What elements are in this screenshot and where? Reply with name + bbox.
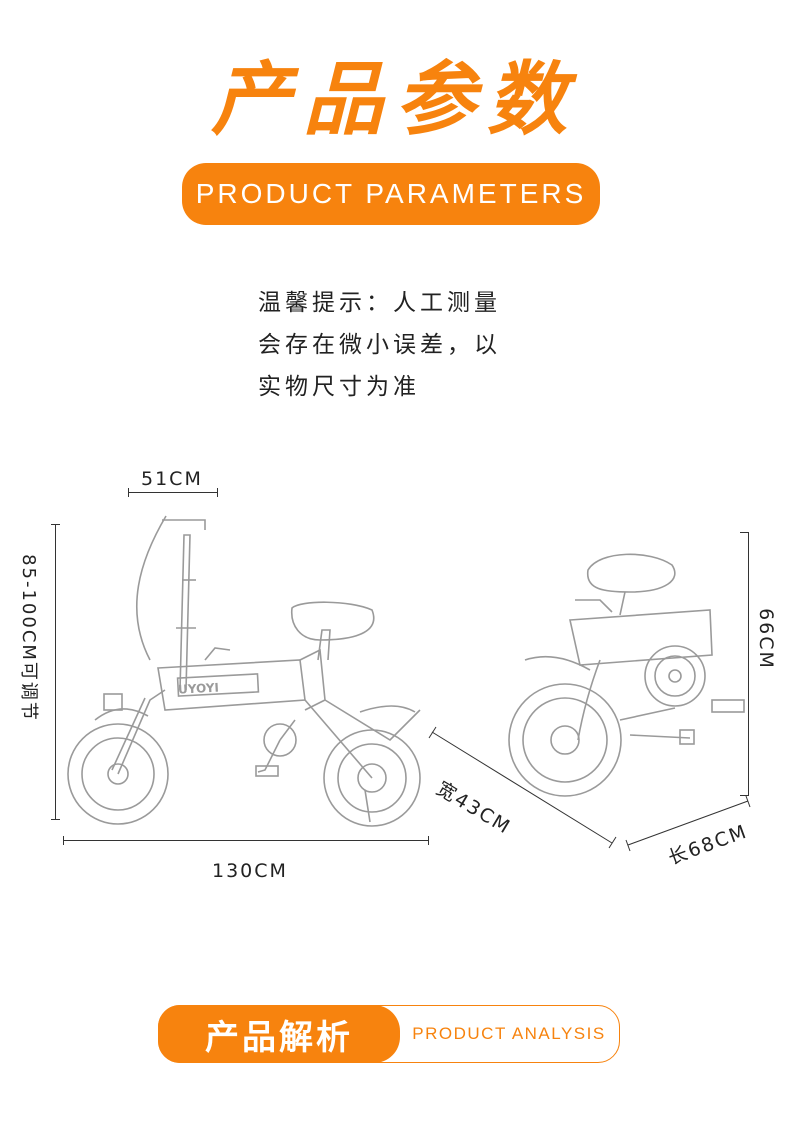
length-line — [63, 840, 429, 841]
rear-wheel — [323, 729, 421, 827]
analysis-header-cn: 产品解析 — [158, 1005, 400, 1063]
frame-brand-text: UYOYI — [178, 681, 220, 697]
notice-line-2: 会存在微小误差，以 — [258, 332, 501, 358]
length-tick-right — [428, 836, 429, 845]
notice-line-1: 温馨提示：人工测量 — [258, 290, 501, 316]
folded-length-line — [627, 800, 749, 846]
height-tick-bottom — [51, 819, 60, 820]
front-wheel — [67, 723, 169, 825]
analysis-header-en: PRODUCT ANALYSIS — [412, 1024, 606, 1043]
handlebar-width-tick-left — [128, 488, 129, 497]
folded-front-wheel — [508, 683, 622, 797]
folded-height-tick-top — [740, 532, 749, 533]
length-label: 130CM — [212, 860, 288, 882]
height-tick-top — [51, 524, 60, 525]
handlebar-width-line — [128, 492, 218, 493]
title-en-badge: PRODUCT PARAMETERS — [182, 163, 600, 225]
measurement-notice: 温馨提示：人工测量 会存在微小误差，以 实物尺寸为准 — [258, 282, 558, 408]
notice-line-3: 实物尺寸为准 — [258, 374, 420, 400]
page-title: 产品参数 — [211, 53, 579, 146]
handlebar-width-label: 51CM — [141, 468, 203, 490]
folded-height-tick-bottom — [740, 795, 749, 796]
length-tick-left — [63, 836, 64, 845]
folded-height-line — [748, 532, 749, 796]
folded-width-line — [431, 731, 613, 844]
handlebar-width-tick-right — [217, 488, 218, 497]
height-line — [55, 524, 56, 820]
